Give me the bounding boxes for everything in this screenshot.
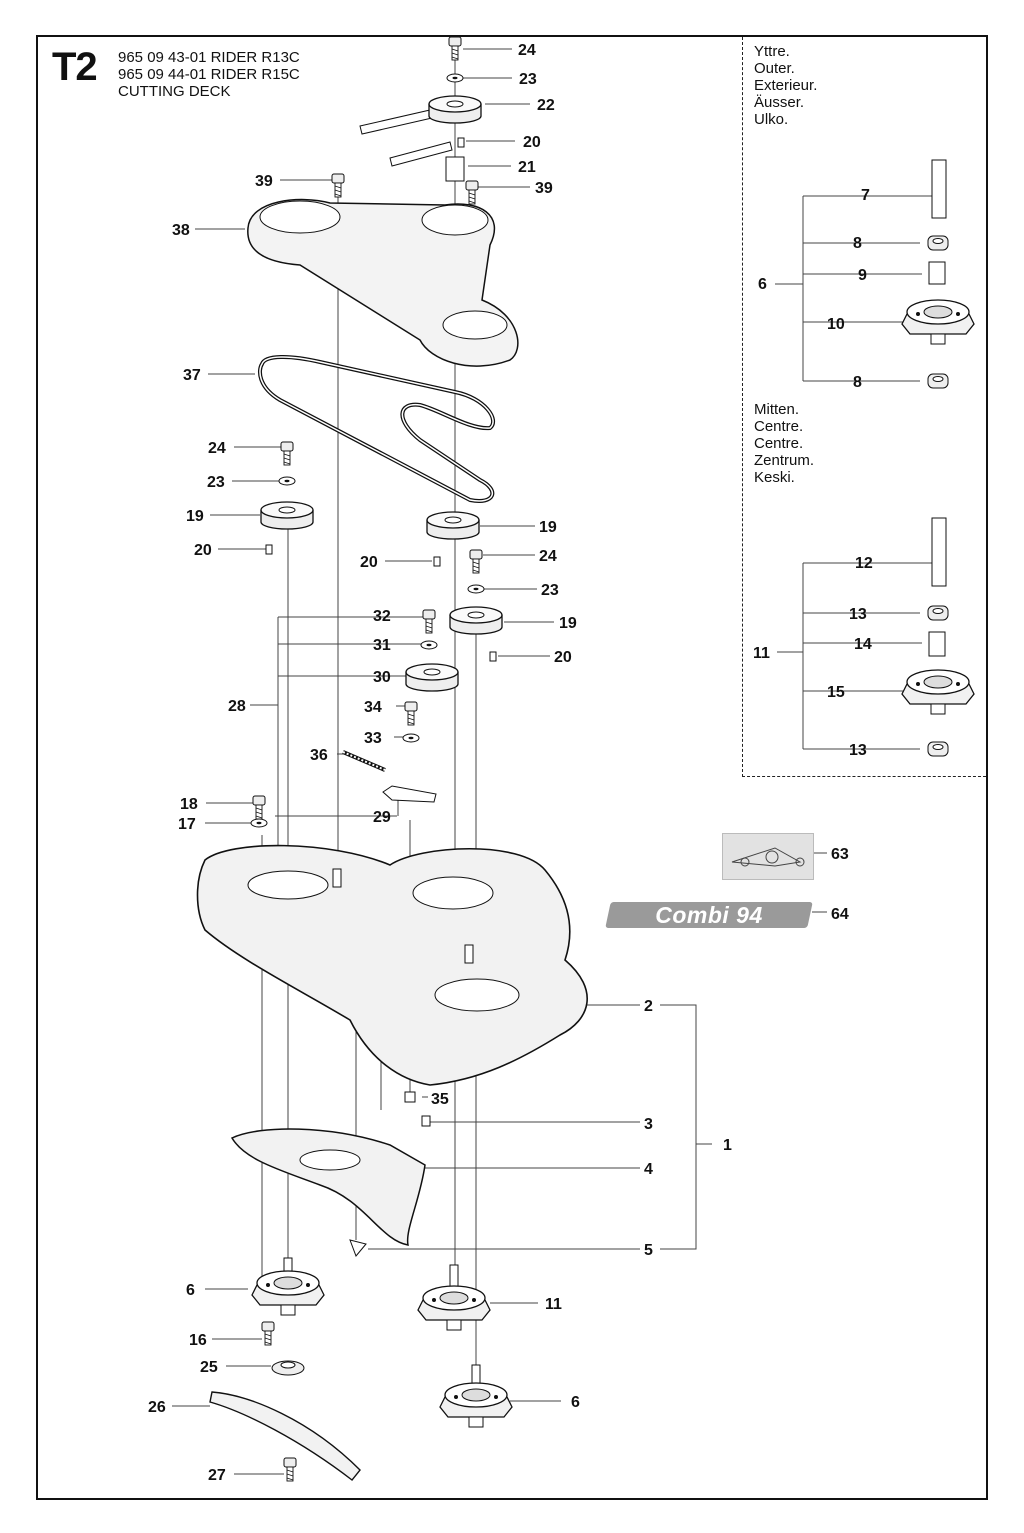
inset-callout-13: 13 (849, 742, 867, 759)
callout-64: 64 (831, 906, 849, 923)
callout-32: 32 (373, 608, 391, 625)
callout-18: 18 (180, 796, 198, 813)
callout-4: 4 (644, 1161, 653, 1178)
callout-22: 22 (537, 97, 555, 114)
callout-6: 6 (186, 1282, 195, 1299)
callout-31: 31 (373, 637, 391, 654)
callout-33: 33 (364, 730, 382, 747)
diagram-title: CUTTING DECK (118, 83, 231, 100)
centre-label-de: Zentrum. (754, 452, 815, 469)
spindle-inset-box (742, 37, 986, 777)
callout-21: 21 (518, 159, 536, 176)
baffle-shape (230, 1128, 426, 1246)
inset-callout-11: 11 (753, 645, 770, 662)
callout-23: 23 (207, 474, 225, 491)
inset-callout-10: 10 (827, 316, 845, 333)
callout-20: 20 (554, 649, 572, 666)
inset-callout-7: 7 (861, 187, 870, 204)
callout-5: 5 (644, 1242, 653, 1259)
callout-16: 16 (189, 1332, 207, 1349)
cutting-deck-shape (196, 844, 588, 1086)
callout-35: 35 (431, 1091, 449, 1108)
belt-routing-decal (722, 833, 814, 880)
callout-2: 2 (644, 998, 653, 1015)
inset-callout-6: 6 (758, 276, 767, 293)
inset-callout-9: 9 (858, 267, 867, 284)
callout-34: 34 (364, 699, 382, 716)
callout-36: 36 (310, 747, 328, 764)
callout-25: 25 (200, 1359, 218, 1376)
outer-label-de: Äusser. (754, 94, 805, 111)
inset-callout-15: 15 (827, 684, 845, 701)
centre-label-fi: Keski. (754, 469, 795, 486)
callout-38: 38 (172, 222, 190, 239)
callout-63: 63 (831, 846, 849, 863)
callout-3: 3 (644, 1116, 653, 1133)
callout-20: 20 (360, 554, 378, 571)
callout-1: 1 (723, 1137, 732, 1154)
callout-24: 24 (518, 42, 536, 59)
callout-20: 20 (194, 542, 212, 559)
outer-label-fi: Ulko. (754, 111, 789, 128)
model-line-1: 965 09 43-01 RIDER R13C (118, 49, 300, 66)
outer-label-fr: Exterieur. (754, 77, 818, 94)
centre-label-sv: Mitten. (754, 401, 800, 418)
callout-19: 19 (559, 615, 577, 632)
callout-24: 24 (208, 440, 226, 457)
callout-39: 39 (255, 173, 273, 190)
callout-17: 17 (178, 816, 196, 833)
callout-24: 24 (539, 548, 557, 565)
drawing-frame (36, 35, 988, 1500)
callout-37: 37 (183, 367, 201, 384)
callout-30: 30 (373, 669, 391, 686)
inset-callout-13: 13 (849, 606, 867, 623)
callout-27: 27 (208, 1467, 226, 1484)
model-line-2: 965 09 44-01 RIDER R15C (118, 66, 300, 83)
inset-callout-14: 14 (854, 636, 872, 653)
inset-callout-8: 8 (853, 374, 862, 391)
callout-19: 19 (186, 508, 204, 525)
callout-20: 20 (523, 134, 541, 151)
combi-badge-label: Combi 94 (655, 902, 763, 928)
centre-label-fr: Centre. (754, 435, 804, 452)
inset-callout-8: 8 (853, 235, 862, 252)
callout-29: 29 (373, 809, 391, 826)
callout-6: 6 (571, 1394, 580, 1411)
callout-11: 11 (545, 1296, 562, 1313)
callout-19: 19 (539, 519, 557, 536)
inset-callout-12: 12 (855, 555, 873, 572)
callout-28: 28 (228, 698, 246, 715)
callout-39: 39 (535, 180, 553, 197)
diagram-code: T2 (52, 45, 98, 89)
centre-label-en: Centre. (754, 418, 804, 435)
callout-23: 23 (519, 71, 537, 88)
callout-26: 26 (148, 1399, 166, 1416)
callout-23: 23 (541, 582, 559, 599)
outer-label-en: Outer. (754, 60, 795, 77)
outer-label-sv: Yttre. (754, 43, 790, 60)
